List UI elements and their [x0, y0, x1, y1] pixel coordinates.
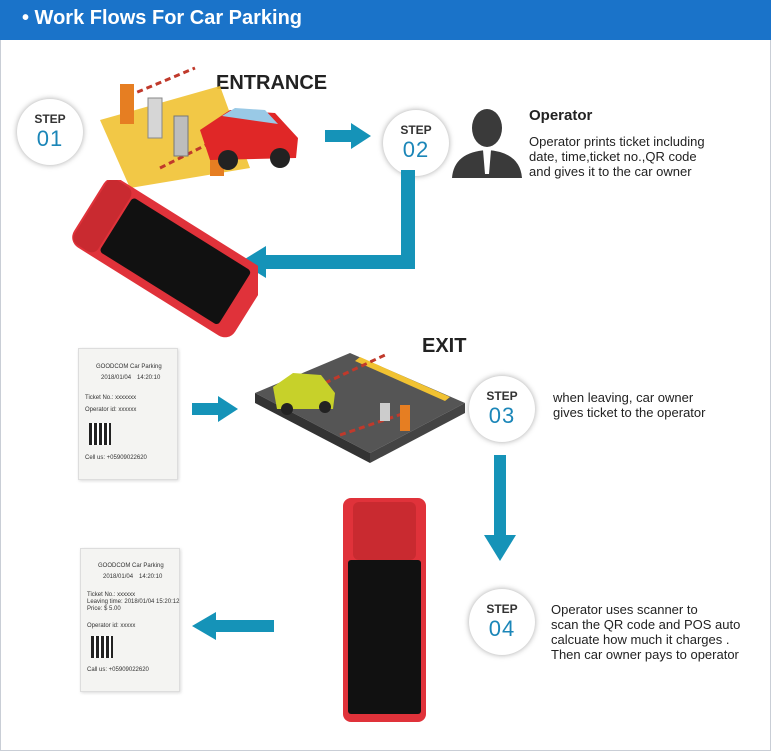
step3-line-1: when leaving, car owner: [553, 390, 694, 405]
exit-gate-illustration: [255, 353, 465, 463]
arrow-left-icon: [240, 170, 415, 278]
ticket-cell: Call us: +05909022620: [87, 667, 149, 673]
operator-person-icon: [452, 109, 522, 178]
ticket-date: 2018/01/04: [101, 375, 132, 381]
ticket-time: 14:20:10: [137, 375, 161, 381]
arrow-left-icon: [192, 612, 274, 640]
step-01-badge: STEP 01: [17, 99, 83, 165]
ticket-operator: Operator id: xxxxx: [87, 623, 136, 629]
step-label: STEP: [34, 112, 66, 126]
step-label: STEP: [486, 602, 518, 616]
page-title: • Work Flows For Car Parking: [22, 7, 303, 29]
step-number: 01: [36, 126, 64, 151]
step-label: STEP: [486, 389, 518, 403]
page-header: • Work Flows For Car Parking: [0, 0, 771, 40]
car-icon: [200, 108, 298, 170]
car-icon: [273, 373, 335, 415]
qr-code-icon: [89, 423, 111, 445]
step-03-badge: STEP 03: [469, 376, 535, 442]
ticket-leaving-time: Leaving time: 2018/01/04 15:20:12: [87, 599, 180, 605]
arrow-right-icon: [192, 396, 238, 422]
parking-receipt-2: GOODCOM Car Parking 2018/01/04 14:20:10 …: [80, 548, 180, 692]
ticket-title: GOODCOM Car Parking: [98, 563, 164, 569]
pos-terminal-icon: [343, 498, 426, 722]
ticket-cell: Cell us: +05909022620: [85, 455, 147, 461]
step-number: 02: [402, 137, 430, 162]
entrance-title: ENTRANCE: [216, 72, 328, 94]
exit-title: EXIT: [422, 335, 467, 357]
operator-title: Operator: [529, 107, 593, 124]
step-label: STEP: [400, 123, 432, 137]
arrow-down-icon: [484, 455, 516, 561]
qr-code-icon: [91, 636, 113, 658]
ticket-number: Ticket No.: xxxxxx: [87, 592, 136, 598]
ticket-number: Ticket No.: xxxxxxx: [85, 395, 137, 401]
step-number: 04: [488, 616, 516, 641]
operator-line-3: and gives it to the car owner: [529, 164, 692, 179]
step4-line-1: Operator uses scanner to: [551, 602, 698, 617]
ticket-price: Price: $ 5.00: [87, 606, 121, 612]
ticket-date: 2018/01/04: [103, 574, 134, 580]
parking-gate-icon: [100, 66, 298, 188]
operator-line-2: date, time,ticket no.,QR code: [529, 149, 697, 164]
arrow-right-icon: [325, 123, 371, 149]
step-number: 03: [488, 403, 516, 428]
parking-ticket-1: GOODCOM Car Parking 2018/01/04 14:20:10 …: [78, 348, 178, 480]
step4-line-2: scan the QR code and POS auto: [551, 617, 741, 632]
step4-line-3: calcuate how much it charges .: [551, 632, 730, 647]
step4-line-4: Then car owner pays to operator: [551, 647, 739, 662]
step-04-badge: STEP 04: [469, 589, 535, 655]
pos-printer-icon: [72, 180, 258, 338]
ticket-title: GOODCOM Car Parking: [96, 364, 162, 370]
ticket-operator: Operator id: xxxxxx: [85, 407, 137, 413]
step3-line-2: gives ticket to the operator: [553, 405, 706, 420]
step-02-badge: STEP 02: [383, 110, 449, 176]
operator-line-1: Operator prints ticket including: [529, 134, 705, 149]
ticket-time: 14:20:10: [139, 574, 163, 580]
